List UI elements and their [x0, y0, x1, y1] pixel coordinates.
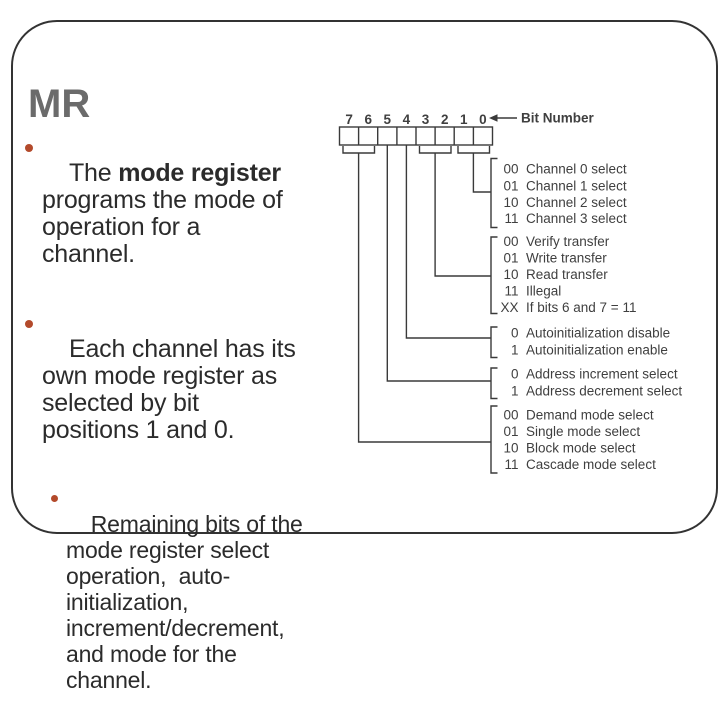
- bullet-list: The mode register programs the mode of o…: [25, 133, 337, 719]
- bullet-dot-icon: [25, 320, 33, 328]
- connector-bit-4: [405, 145, 491, 339]
- diagram-row-label: Illegal: [526, 284, 561, 299]
- bit-digit-3: 3: [422, 112, 430, 127]
- register-cell-dividers: [357, 127, 475, 145]
- bracket-bits-7-6: [342, 146, 376, 154]
- diagram-row-value: 0: [511, 326, 519, 341]
- diagram-row-value: 10: [503, 441, 518, 456]
- diagram-row-label: Address decrement select: [526, 384, 682, 399]
- diagram-row-label: Read transfer: [526, 267, 608, 282]
- sub-bullet-text: Remaining bits of the mode register sele…: [66, 511, 303, 693]
- connector-bits-7-6: [357, 153, 491, 443]
- group-bracket-autoinitialization: [490, 326, 498, 359]
- connector-bits-1-0: [472, 153, 491, 193]
- diagram-row-label: Cascade mode select: [526, 457, 656, 472]
- group-bracket-mode-select: [490, 405, 498, 474]
- bullet-text: Each channel has its own mode register a…: [42, 335, 296, 444]
- diagram-row-label: Channel 0 select: [526, 162, 627, 177]
- diagram-row-value: 1: [511, 384, 519, 399]
- bit-digit-7: 7: [345, 112, 353, 127]
- diagram-row-value: 00: [503, 408, 518, 423]
- diagram-row-value: 11: [504, 284, 518, 299]
- bit-digit-1: 1: [460, 112, 468, 127]
- bracket-bits-3-2: [418, 146, 452, 154]
- diagram-row-value: 00: [503, 234, 518, 249]
- bullet-dot-icon: [25, 144, 33, 152]
- arrow-left-icon: [489, 114, 498, 122]
- diagram-row-label: Channel 2 select: [526, 195, 627, 210]
- bit-digit-4: 4: [403, 112, 411, 127]
- diagram-row-value: 11: [504, 211, 518, 226]
- diagram-row-value: 01: [503, 179, 518, 194]
- bracket-bits-1-0: [457, 146, 491, 154]
- bullet-mode-register: The mode register programs the mode of o…: [25, 133, 337, 295]
- sub-bullet-remaining-bits: Remaining bits of the mode register sele…: [51, 485, 337, 719]
- diagram-row-value: 0: [511, 367, 519, 382]
- diagram-row-value: 01: [503, 251, 518, 266]
- diagram-row-value: XX: [500, 300, 518, 315]
- bit-digit-6: 6: [364, 112, 372, 127]
- group-bracket-channel-select: [490, 157, 498, 229]
- mode-register-diagram: 7 6 5 4 3 2 1 0 Bit Number 00 Channel 0 …: [338, 111, 682, 474]
- bullet-each-channel: Each channel has its own mode register a…: [25, 309, 337, 471]
- diagram-row-label: Write transfer: [526, 251, 607, 266]
- diagram-row-label: Address increment select: [526, 367, 678, 382]
- bullet-text-bold: mode register: [118, 159, 281, 187]
- diagram-row-value: 10: [503, 195, 518, 210]
- diagram-row-value: 1: [511, 343, 519, 358]
- bit-digit-0: 0: [479, 112, 487, 127]
- bullet-text-rest: programs the mode of operation for a cha…: [42, 186, 283, 268]
- bullet-text-lead: The: [68, 159, 119, 187]
- diagram-row-label: Autoinitialization enable: [526, 343, 668, 358]
- connector-bits-3-2: [434, 153, 491, 277]
- diagram-row-label: Single mode select: [526, 424, 640, 439]
- bit-number-label: Bit Number: [521, 111, 595, 126]
- bit-digit-5: 5: [384, 112, 392, 127]
- slide-title: MR: [28, 82, 91, 126]
- bit-digit-2: 2: [441, 112, 449, 127]
- bullet-dot-icon: [51, 495, 58, 502]
- connector-bit-5: [386, 145, 491, 382]
- diagram-row-label: If bits 6 and 7 = 11: [526, 300, 636, 315]
- slide-border: [11, 20, 718, 534]
- group-bracket-address-direction: [490, 367, 498, 400]
- diagram-row-value: 10: [503, 267, 518, 282]
- diagram-row-value: 01: [503, 424, 518, 439]
- diagram-row-value: 11: [504, 457, 518, 472]
- diagram-row-label: Channel 1 select: [526, 179, 627, 194]
- diagram-row-value: 00: [503, 162, 518, 177]
- diagram-row-label: Demand mode select: [526, 408, 654, 423]
- group-bracket-transfer-type: [490, 236, 498, 315]
- diagram-row-label: Channel 3 select: [526, 211, 627, 226]
- diagram-row-label: Verify transfer: [526, 234, 610, 249]
- diagram-row-label: Block mode select: [526, 441, 636, 456]
- diagram-row-label: Autoinitialization disable: [526, 326, 670, 341]
